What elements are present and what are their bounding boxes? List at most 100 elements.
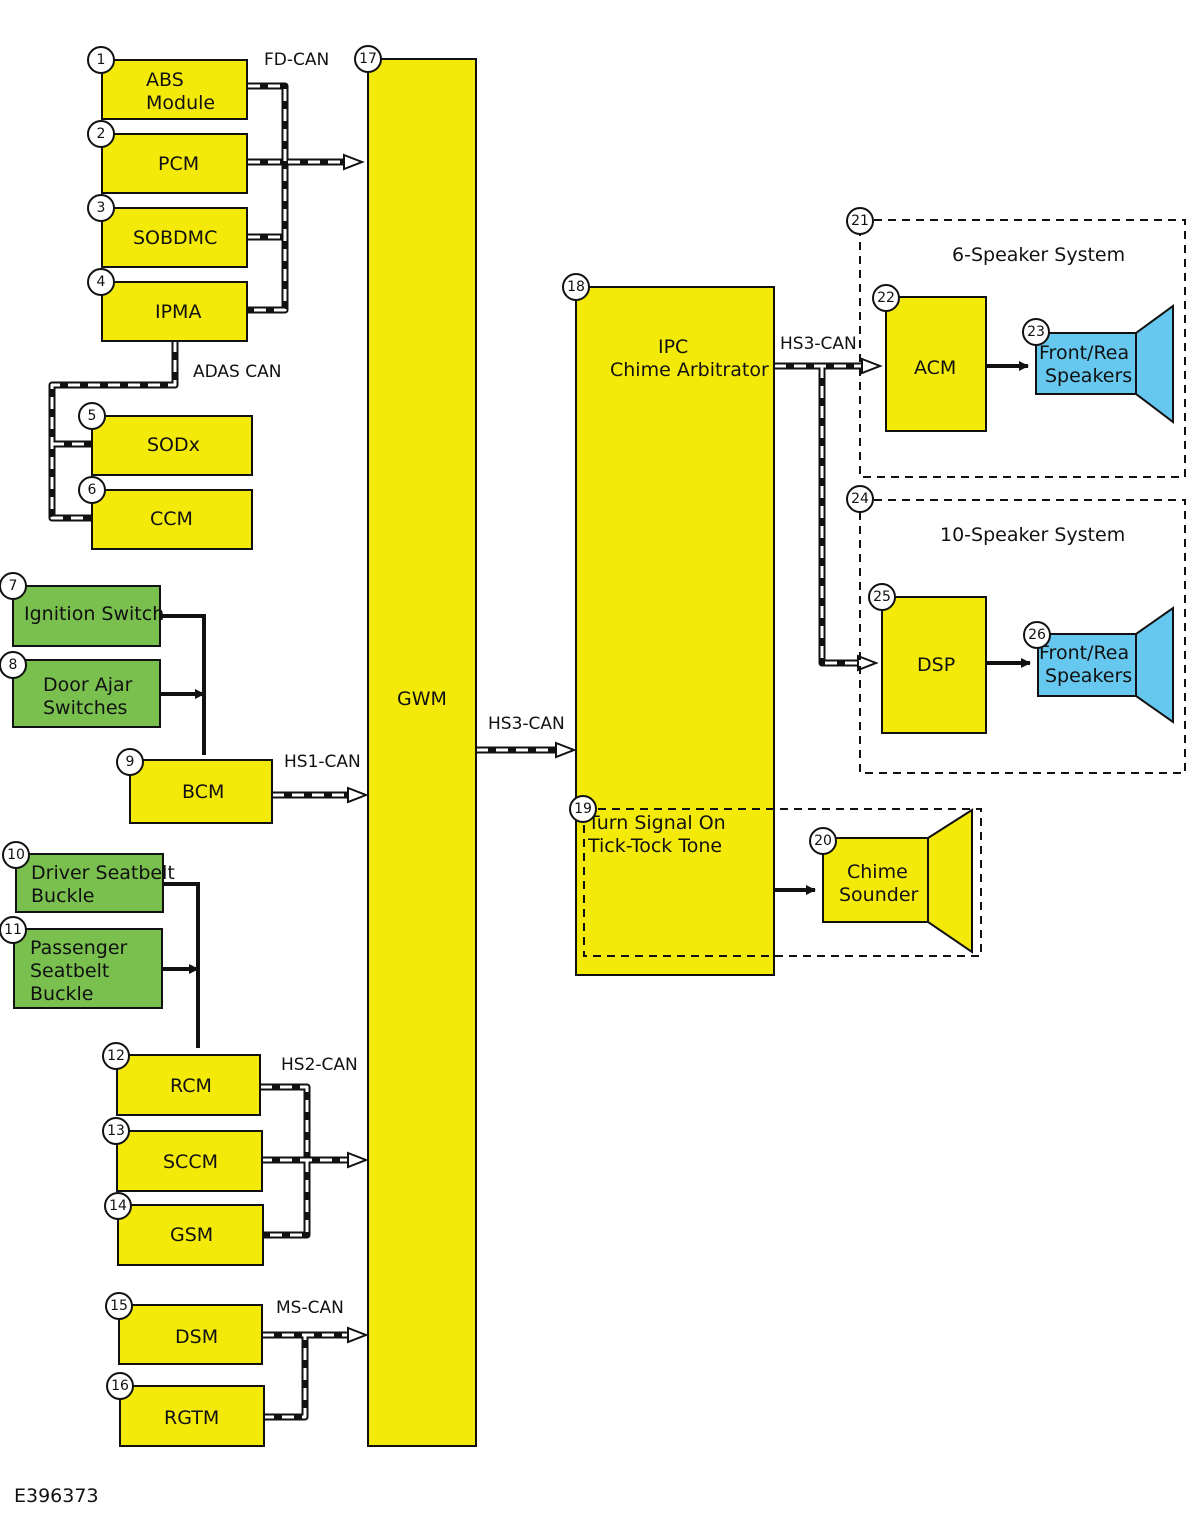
callout-13 (102, 1117, 130, 1145)
callout-8 (0, 651, 27, 679)
chime-sounder: Chime Sounder (822, 808, 973, 954)
svg-text:Speakers: Speakers (1045, 665, 1132, 687)
svg-text:ABS: ABS (146, 69, 184, 91)
svg-text:Front/Rea: Front/Rea (1039, 642, 1129, 664)
hs3-can-ipc-wiring (774, 357, 883, 672)
callout-26 (1023, 621, 1051, 649)
dsm-box: DSM (118, 1304, 263, 1365)
gwm-box: GWM (367, 58, 477, 1447)
svg-text:DSM: DSM (175, 1326, 218, 1348)
sobdmc-box: SOBDMC (101, 207, 248, 268)
svg-text:BCM: BCM (182, 781, 224, 803)
pcm-box: PCM (101, 133, 248, 194)
svg-text:Seatbelt: Seatbelt (30, 960, 109, 982)
svg-text:Module: Module (146, 92, 215, 114)
svg-text:22: 22 (877, 290, 895, 306)
svg-text:12: 12 (107, 1048, 125, 1064)
svg-text:17: 17 (359, 51, 377, 67)
svg-text:Chime: Chime (847, 861, 908, 883)
ccm-box: CCM (91, 489, 253, 550)
svg-text:Front/Rea: Front/Rea (1039, 342, 1129, 364)
six-speaker-system-group (859, 219, 1186, 478)
svg-text:Buckle: Buckle (30, 983, 94, 1005)
svg-text:23: 23 (1027, 324, 1045, 340)
hs2-can-label: HS2-CAN (281, 1055, 358, 1075)
rcm-box: RCM (116, 1054, 261, 1116)
svg-text:RCM: RCM (170, 1075, 212, 1097)
callout-19 (569, 795, 597, 823)
hs1-can-label: HS1-CAN (284, 752, 361, 772)
hs3-can-gwm-wiring (476, 741, 577, 759)
hs2-can-wiring (260, 1083, 369, 1239)
callout-20 (809, 827, 837, 855)
svg-text:18: 18 (567, 279, 585, 295)
callout-25 (868, 583, 896, 611)
turn-signal-tone-group: Turn Signal On Tick-Tock Tone (583, 808, 982, 957)
svg-text:7: 7 (9, 578, 18, 594)
svg-text:Switches: Switches (43, 697, 127, 719)
svg-text:Passenger: Passenger (30, 937, 128, 959)
svg-text:25: 25 (873, 589, 891, 605)
svg-text:5: 5 (88, 408, 97, 424)
svg-text:SCCM: SCCM (163, 1151, 218, 1173)
callout-16 (106, 1372, 134, 1400)
fd-can-label: FD-CAN (264, 50, 329, 70)
callout-11 (0, 916, 27, 944)
callout-14 (104, 1192, 132, 1220)
callout-6 (78, 476, 106, 504)
svg-text:15: 15 (110, 1298, 128, 1314)
svg-text:SOBDMC: SOBDMC (133, 227, 217, 249)
callout-24 (846, 485, 874, 513)
dsp-box: DSP (881, 596, 987, 734)
svg-text:IPC: IPC (658, 336, 688, 358)
svg-text:Buckle: Buckle (31, 885, 95, 907)
svg-text:16: 16 (111, 1378, 129, 1394)
svg-text:Chime Arbitrator: Chime Arbitrator (610, 359, 769, 381)
hs3-can-gwm-label: HS3-CAN (488, 714, 565, 734)
bcm-box: BCM (129, 759, 273, 824)
sccm-box: SCCM (116, 1130, 263, 1192)
ms-can-wiring (262, 1326, 369, 1421)
adas-can-label: ADAS CAN (193, 362, 281, 382)
svg-text:2: 2 (97, 126, 106, 142)
svg-text:Ignition Switch: Ignition Switch (24, 603, 164, 625)
gsm-box: GSM (117, 1204, 264, 1266)
speaker-icon-six: Front/Rea Speakers (1035, 304, 1174, 425)
svg-text:SODx: SODx (147, 434, 200, 456)
svg-text:13: 13 (107, 1123, 125, 1139)
callout-22 (872, 284, 900, 312)
svg-text:6: 6 (88, 482, 97, 498)
figure-id: E396373 (14, 1485, 99, 1507)
callout-18 (562, 273, 590, 301)
callout-3 (87, 194, 115, 222)
svg-text:14: 14 (109, 1198, 127, 1214)
svg-text:4: 4 (97, 274, 106, 290)
svg-text:DSP: DSP (917, 654, 955, 676)
svg-text:26: 26 (1028, 627, 1046, 643)
hs1-can-wiring (272, 786, 369, 804)
svg-text:Sounder: Sounder (839, 884, 919, 906)
svg-text:Speakers: Speakers (1045, 365, 1132, 387)
rgtm-box: RGTM (119, 1385, 265, 1447)
svg-text:RGTM: RGTM (164, 1407, 219, 1429)
svg-text:GSM: GSM (170, 1224, 213, 1246)
svg-text:Turn Signal On: Turn Signal On (587, 812, 726, 834)
svg-text:11: 11 (4, 922, 22, 938)
svg-text:10: 10 (7, 847, 25, 863)
callout-4 (87, 268, 115, 296)
svg-text:9: 9 (126, 754, 135, 770)
callout-23 (1022, 318, 1050, 346)
svg-text:Tick-Tock Tone: Tick-Tock Tone (587, 835, 722, 857)
ipma-box: IPMA (101, 281, 248, 342)
svg-text:3: 3 (97, 200, 106, 216)
hs3-can-ipc-label: HS3-CAN (780, 334, 857, 354)
callout-5 (78, 402, 106, 430)
bcm-input-wiring (160, 614, 204, 755)
callout-12 (102, 1042, 130, 1070)
rcm-input-wiring (163, 882, 198, 1048)
door-ajar-switches-box: Door Ajar Switches (12, 659, 161, 728)
svg-text:24: 24 (851, 491, 869, 507)
acm-box: ACM (885, 296, 987, 432)
svg-text:8: 8 (9, 657, 18, 673)
